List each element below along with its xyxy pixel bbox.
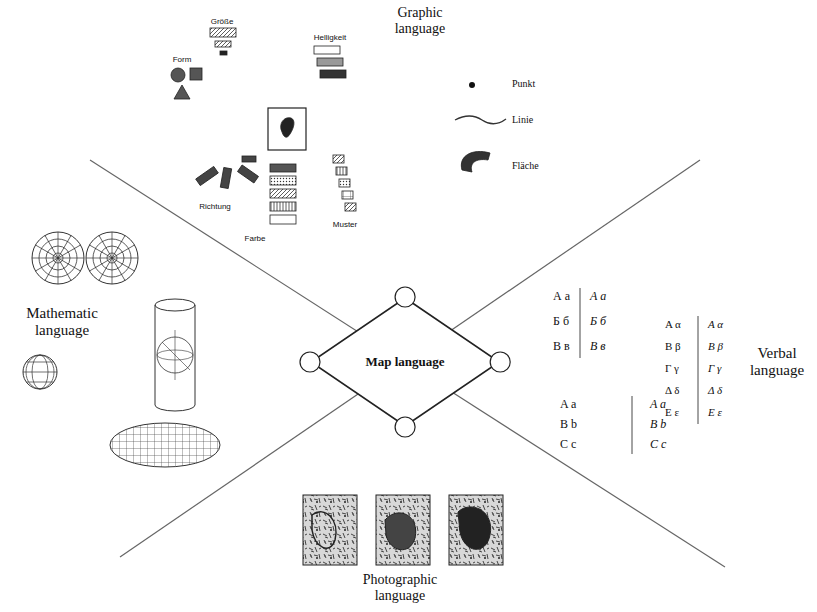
geometry-label: Linie — [512, 114, 533, 126]
letter-sample: А а — [590, 290, 606, 304]
letter-sample: Б б — [590, 315, 606, 329]
letter-sample: Ε ε — [708, 406, 722, 419]
divider-line — [90, 160, 725, 567]
projection-figures — [23, 232, 223, 470]
geometry-label: Fläche — [512, 160, 539, 172]
variable-label: Größe — [211, 17, 234, 26]
letter-sample: B b — [560, 418, 577, 432]
alphabet-dividers — [580, 288, 698, 454]
variable-label: Muster — [333, 220, 357, 229]
region-title: Verbal language — [742, 345, 812, 380]
letter-sample: Δ δ — [708, 384, 722, 397]
variable-label: Farbe — [245, 234, 266, 243]
letter-sample: А а — [553, 290, 570, 304]
map-diamond: Map language — [310, 297, 500, 427]
vertex-circle — [490, 352, 510, 372]
letter-sample: Α α — [665, 318, 681, 331]
letter-sample: Ε ε — [665, 406, 679, 419]
letter-sample: В в — [553, 340, 570, 354]
vertex-circle — [395, 287, 415, 307]
letter-sample: Β β — [665, 340, 681, 353]
letter-sample: C c — [650, 438, 666, 452]
node-title: Map language — [365, 354, 444, 370]
variable-label: Richtung — [199, 202, 231, 211]
letter-sample: Δ δ — [665, 384, 679, 397]
geometry-label: Punkt — [512, 78, 535, 90]
vertex-circle — [395, 417, 415, 437]
letter-sample: C c — [560, 438, 576, 452]
photo-samples — [303, 495, 503, 565]
region-title: Photographic language — [345, 572, 455, 604]
region-title: Graphic language — [380, 5, 460, 37]
letter-sample: B b — [650, 418, 666, 432]
letter-sample: A a — [560, 398, 576, 412]
letter-sample: Б б — [553, 315, 569, 329]
letter-sample: A a — [650, 398, 666, 412]
variable-label: Helligkeit — [314, 33, 346, 42]
letter-sample: В в — [590, 340, 606, 354]
graphic-variables — [171, 28, 506, 224]
letter-sample: Β β — [708, 340, 723, 353]
letter-sample: Γ γ — [708, 362, 721, 375]
region-title: Mathematic language — [7, 305, 117, 340]
vertex-circle — [300, 352, 320, 372]
letter-sample: Γ γ — [665, 362, 679, 375]
letter-sample: Α α — [708, 318, 723, 331]
variable-label: Form — [173, 55, 192, 64]
